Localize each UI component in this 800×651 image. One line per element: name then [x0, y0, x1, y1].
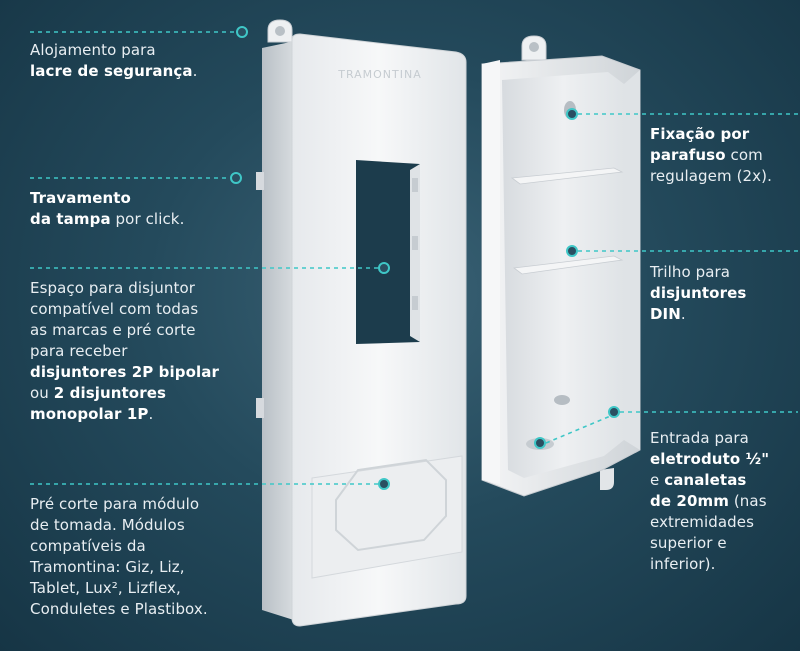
- callout-line: Alojamento para: [30, 41, 156, 59]
- callout-line: Travamento: [30, 189, 131, 207]
- callout-line: as marcas e pré corte: [30, 321, 196, 339]
- callout-line: lacre de segurança.: [30, 62, 198, 80]
- callout-line: compatível com todas: [30, 300, 199, 318]
- callout-line: para receber: [30, 342, 128, 360]
- callout-line: de 20mm (nas: [650, 492, 767, 510]
- callout-line: extremidades: [650, 513, 755, 531]
- callout-line: DIN.: [650, 305, 686, 323]
- callout-line: monopolar 1P.: [30, 405, 154, 423]
- callout-line: superior e: [650, 534, 727, 552]
- callout-line: Espaço para disjuntor: [30, 279, 196, 297]
- box-base: [481, 35, 641, 497]
- callout-line: Tablet, Lux², Lizflex,: [30, 579, 181, 597]
- callout-line: da tampa por click.: [30, 210, 185, 228]
- callout-screw-fixing: Fixação por parafuso com regulagem (2x).: [650, 124, 798, 187]
- callout-security-seal: Alojamento para lacre de segurança.: [30, 40, 250, 82]
- callout-lid-lock: Travamento da tampa por click.: [30, 188, 250, 230]
- callout-line: compatíveis da: [30, 537, 146, 555]
- callout-line: eletroduto ½": [650, 450, 770, 468]
- callout-conduit-entry: Entrada para eletroduto ½" e canaletas d…: [650, 428, 798, 575]
- callout-din-rail: Trilho para disjuntores DIN.: [650, 262, 798, 325]
- callout-line: Trilho para: [650, 263, 731, 281]
- callout-line: de tomada. Módulos: [30, 516, 185, 534]
- callout-line: regulagem (2x).: [650, 167, 772, 185]
- callout-line: e canaletas: [650, 471, 747, 489]
- callout-breaker-space: Espaço para disjuntor compatível com tod…: [30, 278, 260, 425]
- callout-line: ou 2 disjuntores: [30, 384, 167, 402]
- callout-line: disjuntores: [650, 284, 747, 302]
- callout-line: Tramontina: Giz, Liz,: [30, 558, 185, 576]
- leader-lines: [30, 31, 798, 485]
- callout-line: Pré corte para módulo: [30, 495, 200, 513]
- callout-line: Entrada para: [650, 429, 749, 447]
- callout-line: Fixação por: [650, 125, 750, 143]
- callout-line: disjuntores 2P bipolar: [30, 363, 219, 381]
- box-lid: TRAMONTINA: [256, 19, 467, 627]
- callout-line: Conduletes e Plastibox.: [30, 600, 208, 618]
- callout-line: parafuso com: [650, 146, 763, 164]
- leader-endpoints: [230, 26, 620, 490]
- brand-mark: TRAMONTINA: [337, 68, 422, 81]
- callout-socket-module: Pré corte para módulo de tomada. Módulos…: [30, 494, 260, 620]
- callout-line: inferior).: [650, 555, 716, 573]
